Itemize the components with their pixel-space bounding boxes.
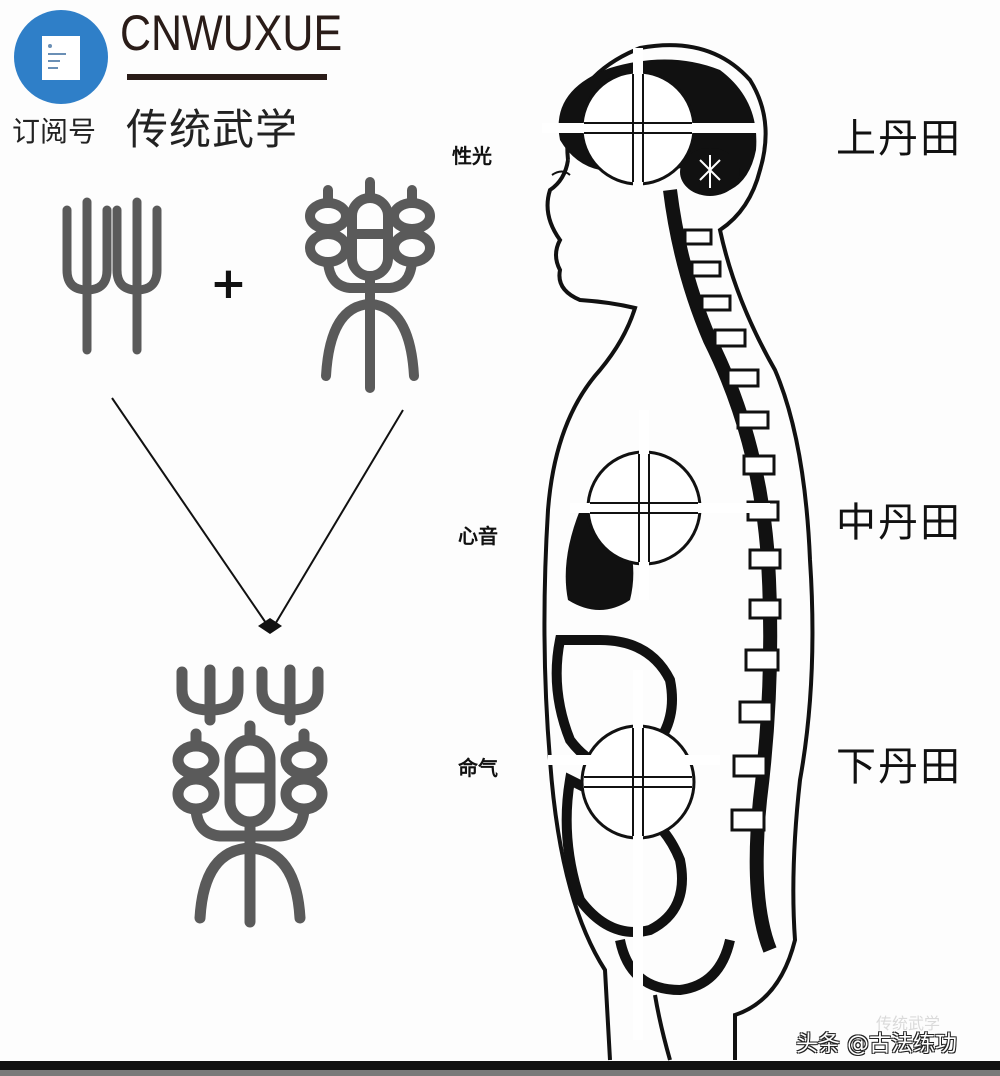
label-mingqi: 命气 bbox=[458, 756, 498, 780]
label-xinyin: 心音 bbox=[458, 524, 498, 548]
label-middle-dantian: 中丹田 bbox=[836, 500, 962, 546]
seal-yao-character bbox=[172, 664, 328, 928]
brand-divider bbox=[127, 74, 327, 80]
combine-arrow bbox=[111, 397, 404, 634]
label-lower-dantian: 下丹田 bbox=[836, 744, 962, 790]
document-icon bbox=[42, 36, 80, 80]
brand-name-english: CNWUXUE bbox=[120, 5, 343, 61]
bottom-border bbox=[0, 1061, 1000, 1070]
brand-name-chinese: 传统武学 bbox=[126, 105, 299, 154]
bottom-strip bbox=[0, 1070, 1000, 1076]
faint-watermark: 传统武学 bbox=[876, 1014, 941, 1033]
body-meridian-diagram bbox=[542, 43, 815, 1061]
plus-sign: + bbox=[210, 258, 247, 309]
source-watermark: 头条 @古法练功 bbox=[796, 1032, 957, 1057]
label-upper-dantian: 上丹田 bbox=[836, 116, 962, 162]
seal-yue-character bbox=[305, 177, 435, 393]
subscribe-label: 订阅号 bbox=[12, 115, 97, 148]
label-xingguang: 性光 bbox=[452, 144, 492, 168]
seal-grass-radical bbox=[62, 197, 162, 355]
